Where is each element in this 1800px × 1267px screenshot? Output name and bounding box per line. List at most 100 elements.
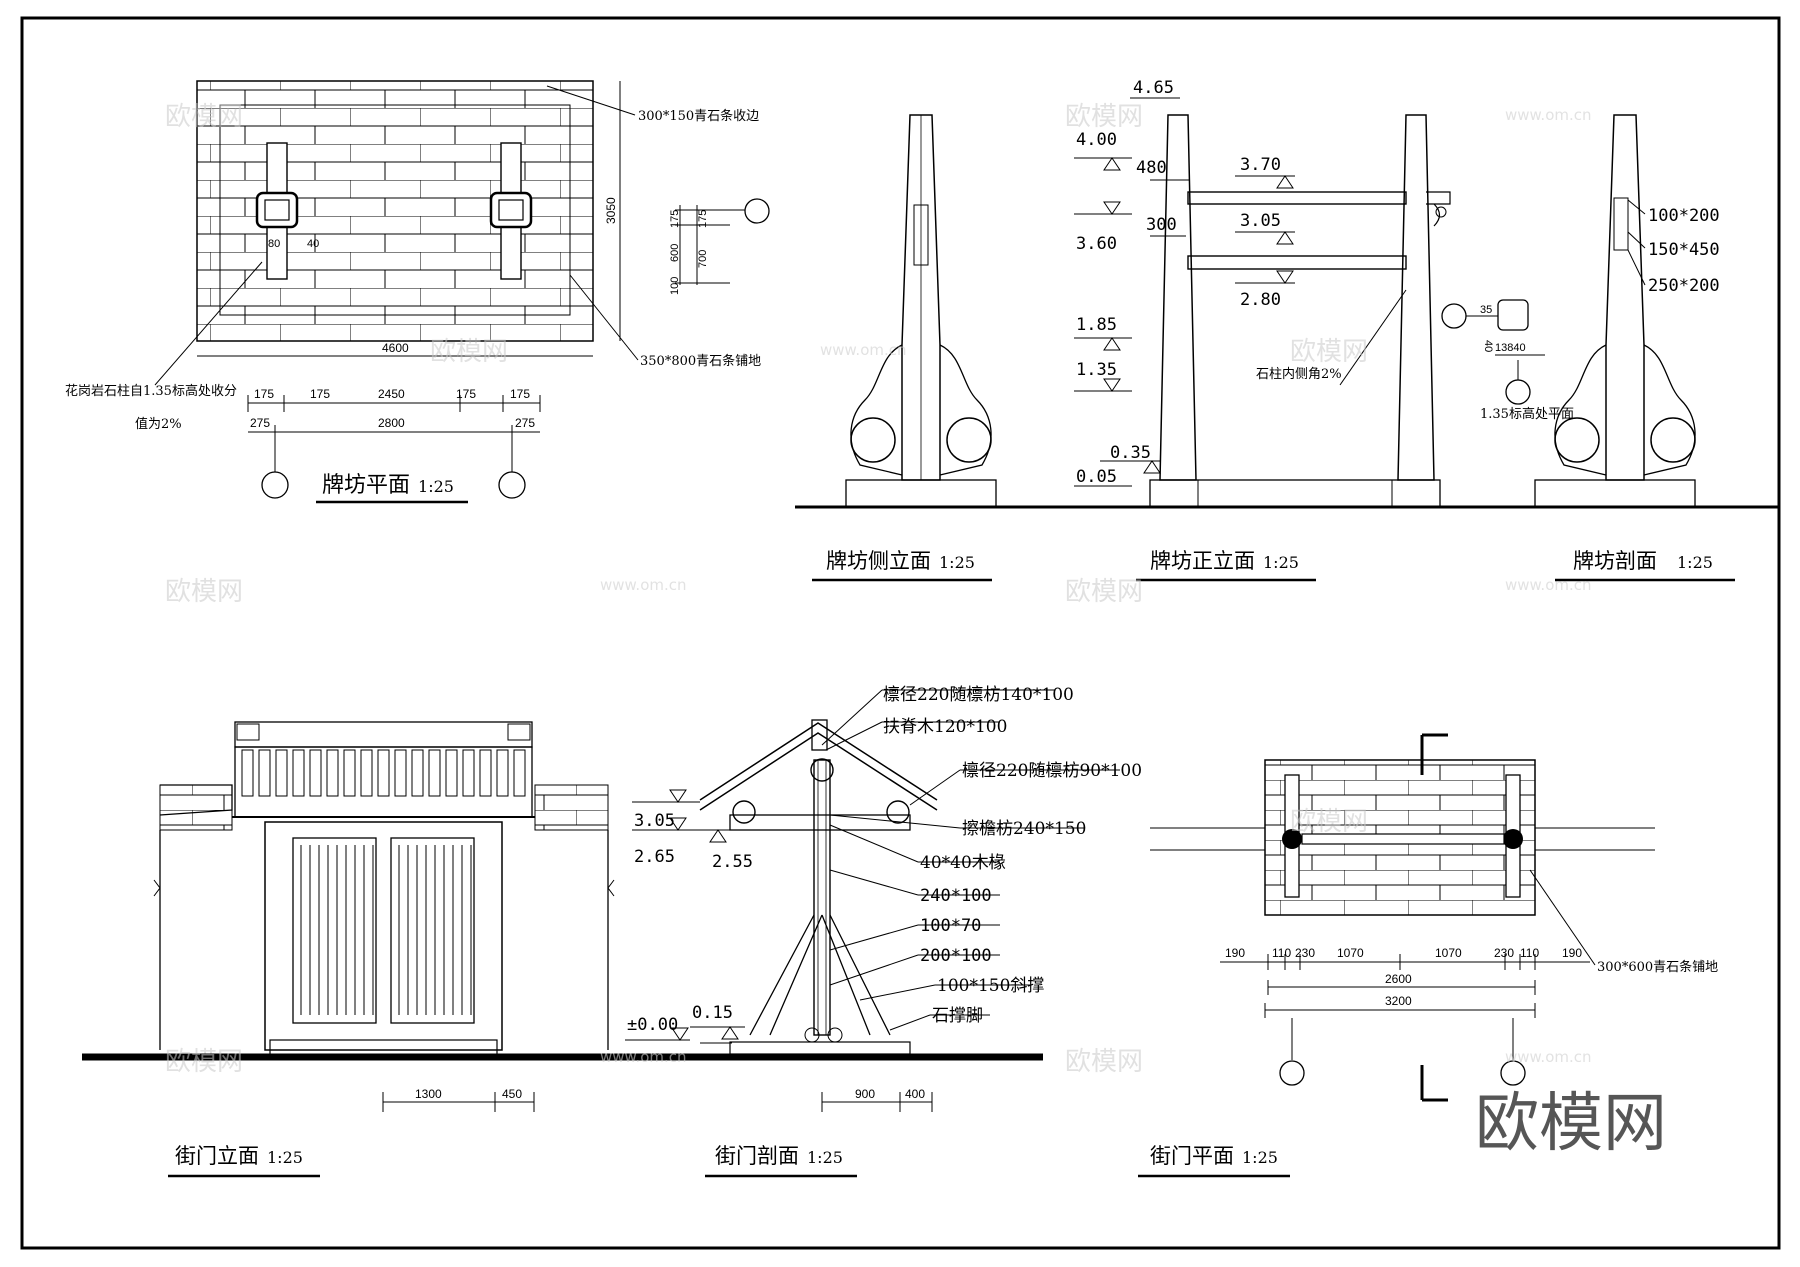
svg-text:www.om.cn: www.om.cn xyxy=(600,1048,687,1066)
svg-text:欧模网: 欧模网 xyxy=(165,577,243,607)
svg-text:欧模网: 欧模网 xyxy=(430,337,508,367)
roof-tile xyxy=(292,749,305,797)
svg-text:200*100: 200*100 xyxy=(920,946,992,966)
svg-text:扶脊木120*100: 扶脊木120*100 xyxy=(883,717,1007,737)
svg-text:www.om.cn: www.om.cn xyxy=(1505,1048,1592,1066)
gate-door-slats xyxy=(300,845,472,1015)
svg-text:2.80: 2.80 xyxy=(1240,290,1281,310)
svg-text:190: 190 xyxy=(1562,946,1582,960)
roof-tile xyxy=(513,749,526,797)
plan-detail-dims: 175 175 600 700 100 xyxy=(669,198,770,295)
svg-text:100*70: 100*70 xyxy=(920,916,981,936)
dim-480: 480 xyxy=(1136,158,1167,178)
roof-tile xyxy=(496,749,509,797)
svg-text:2450: 2450 xyxy=(378,387,405,401)
svg-text:www.om.cn: www.om.cn xyxy=(1505,576,1592,594)
svg-text:100*150斜撑: 100*150斜撑 xyxy=(937,976,1044,996)
note-gate-paving: 300*600青石条铺地 xyxy=(1597,959,1718,975)
gate-section-levels: 3.05 2.65 2.55 ±0.00 0.15 xyxy=(625,789,753,1041)
svg-text:175: 175 xyxy=(697,210,709,228)
svg-text:欧模网: 欧模网 xyxy=(1065,577,1143,607)
svg-text:0.15: 0.15 xyxy=(692,1003,733,1023)
roof-tile xyxy=(275,749,288,797)
note-stone-edge: 300*150青石条收边 xyxy=(638,108,759,124)
axis-bubble-plan-right xyxy=(498,471,526,499)
svg-text:175: 175 xyxy=(254,387,274,401)
paifang-front-elevation: 4.65 4.00 3.60 1.85 1.35 0.35 0.05 3.70 … xyxy=(1074,78,1574,582)
svg-text:4.65: 4.65 xyxy=(1133,78,1174,98)
svg-text:2.65: 2.65 xyxy=(634,847,675,867)
roof-tile xyxy=(258,749,271,797)
svg-text:40*40木椽: 40*40木椽 xyxy=(920,853,1006,873)
roof-tile xyxy=(462,749,475,797)
svg-text:275: 275 xyxy=(515,416,535,430)
svg-text:3.05: 3.05 xyxy=(1240,211,1281,231)
roof-tile xyxy=(411,749,424,797)
svg-text:4.00: 4.00 xyxy=(1076,130,1117,150)
svg-text:1070: 1070 xyxy=(1435,946,1462,960)
svg-text:2.55: 2.55 xyxy=(712,852,753,872)
roof-tile xyxy=(360,749,373,797)
svg-text:110: 110 xyxy=(1272,946,1291,960)
roof-tile xyxy=(428,749,441,797)
roof-tile xyxy=(309,749,322,797)
svg-text:175: 175 xyxy=(510,387,530,401)
svg-text:3.05: 3.05 xyxy=(634,811,675,831)
svg-text:1.85: 1.85 xyxy=(1076,315,1117,335)
roof-tile xyxy=(445,749,458,797)
svg-text:175: 175 xyxy=(669,210,681,228)
front-detail-plan: 35 40 13840 1.35标高处平面 xyxy=(1441,299,1574,422)
gate-roof-tiles xyxy=(241,749,526,797)
note-taper: 值为2% xyxy=(135,416,182,432)
svg-text:190: 190 xyxy=(1225,946,1245,960)
paifang-plan-view: 300*150青石条收边 350*800青石条铺地 花岗岩石柱自1.35标高处收… xyxy=(65,80,770,504)
dim-column-80: 80 xyxy=(268,238,280,250)
roof-tile xyxy=(377,749,390,797)
svg-text:110: 110 xyxy=(1520,946,1539,960)
svg-text:2800: 2800 xyxy=(378,416,405,430)
svg-text:1.35标高处平面: 1.35标高处平面 xyxy=(1480,406,1574,422)
roof-tile xyxy=(479,749,492,797)
svg-text:0.35: 0.35 xyxy=(1110,443,1151,463)
svg-text:100*200: 100*200 xyxy=(1648,206,1720,226)
front-beam-levels: 3.70 3.05 2.80 xyxy=(1235,155,1295,310)
note-column-inner: 石柱内侧角2% xyxy=(1256,366,1342,382)
plan-column-right xyxy=(489,142,533,280)
svg-text:欧模网: 欧模网 xyxy=(1065,1047,1143,1077)
note-granite-column: 花岗岩石柱自1.35标高处收分 xyxy=(65,383,237,399)
svg-text:欧模网: 欧模网 xyxy=(165,102,243,132)
svg-text:3.60: 3.60 xyxy=(1076,234,1117,254)
plan-dim-chain-1: 175 175 2450 175 175 xyxy=(247,387,541,412)
svg-text:0.05: 0.05 xyxy=(1076,467,1117,487)
watermark-layer: 欧模网 欧模网 欧模网 欧模网 欧模网 欧模网 欧模网 欧模网 欧模网 www.… xyxy=(165,102,1667,1161)
svg-text:欧模网: 欧模网 xyxy=(1065,102,1143,132)
gate-section-leaders xyxy=(821,689,1120,1031)
svg-text:900: 900 xyxy=(855,1087,875,1101)
svg-text:www.om.cn: www.om.cn xyxy=(820,341,907,359)
svg-text:檩径220随檩枋90*100: 檩径220随檩枋90*100 xyxy=(962,761,1142,781)
gate-plan-view: 300*600青石条铺地 190 110 230 1070 1070 230 1… xyxy=(1138,733,1718,1178)
svg-text:240*100: 240*100 xyxy=(920,886,992,906)
svg-text:175: 175 xyxy=(310,387,330,401)
gate-section-view: 檩径220随檩枋140*100 扶脊木120*100 檩径220随檩枋90*10… xyxy=(625,685,1142,1178)
dim-plan-width: 4600 xyxy=(382,341,409,355)
svg-text:700: 700 xyxy=(697,250,709,268)
svg-text:www.om.cn: www.om.cn xyxy=(600,576,687,594)
svg-text:275: 275 xyxy=(250,416,270,430)
svg-text:230: 230 xyxy=(1295,946,1315,960)
svg-text:175: 175 xyxy=(456,387,476,401)
dim-column-40: 40 xyxy=(307,238,319,250)
svg-text:1070: 1070 xyxy=(1337,946,1364,960)
dim-plan-depth: 3050 xyxy=(604,197,618,224)
roof-tile xyxy=(326,749,339,797)
svg-text:1.35: 1.35 xyxy=(1076,360,1117,380)
svg-text:石撑脚: 石撑脚 xyxy=(932,1006,983,1026)
svg-text:欧模网: 欧模网 xyxy=(1290,337,1368,367)
dim-300: 300 xyxy=(1146,215,1177,235)
